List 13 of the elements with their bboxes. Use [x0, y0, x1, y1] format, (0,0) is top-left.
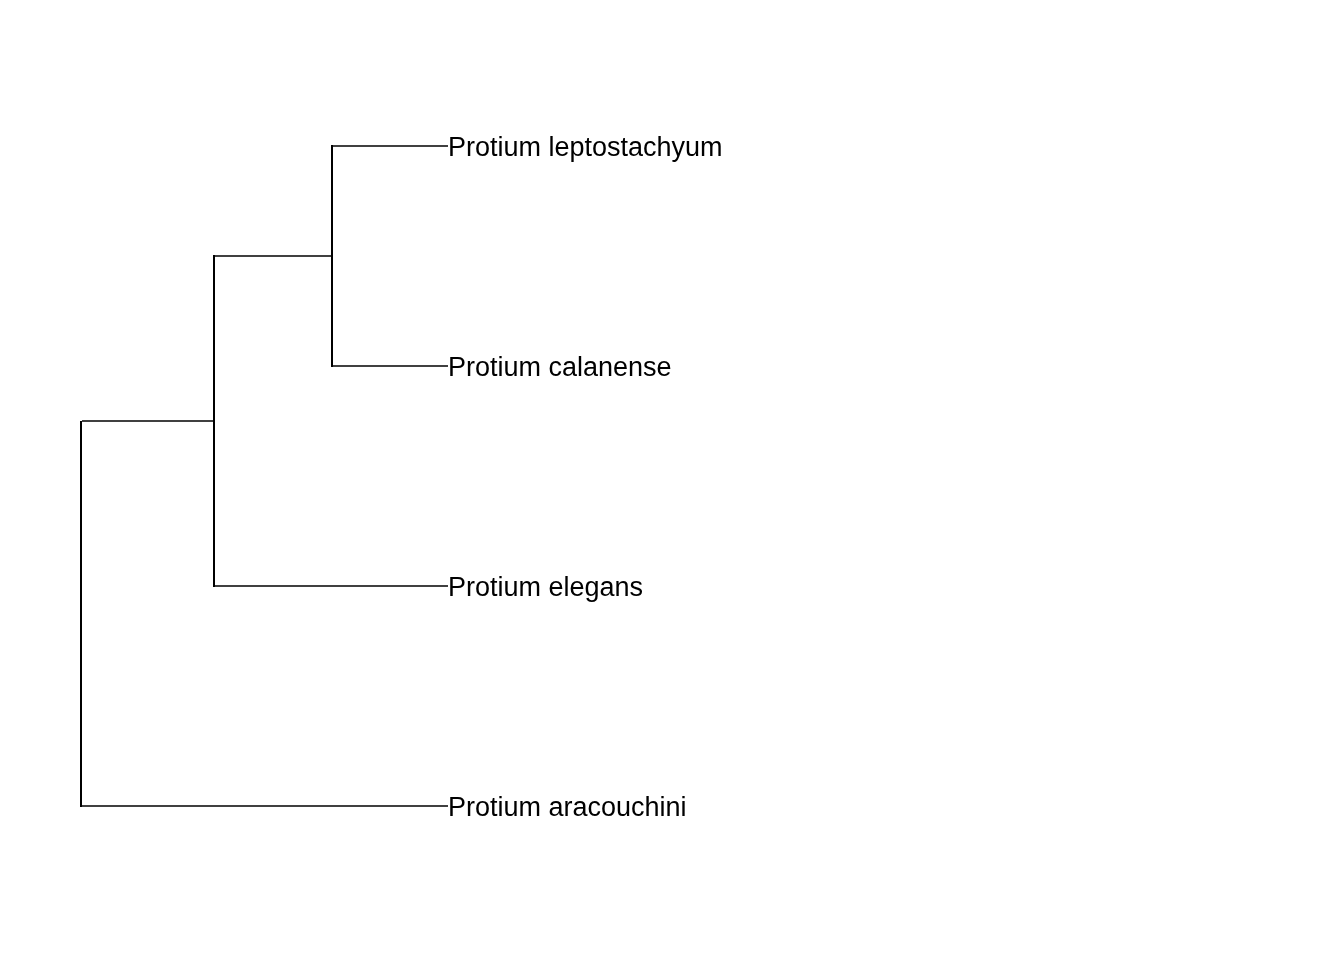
taxon-label: Protium leptostachyum [448, 131, 723, 163]
taxon-label: Protium calanense [448, 351, 672, 383]
branch-line [81, 805, 449, 807]
branch-line [214, 255, 332, 257]
taxon-label: Protium aracouchini [448, 791, 687, 823]
branch-line [332, 365, 449, 367]
clade-bracket-line [213, 255, 215, 587]
taxon-label: Protium elegans [448, 571, 644, 603]
clade-bracket-line [331, 145, 333, 367]
branch-line [81, 420, 214, 422]
branch-line [332, 145, 449, 147]
branch-line [214, 585, 449, 587]
clade-bracket-line [80, 421, 82, 807]
